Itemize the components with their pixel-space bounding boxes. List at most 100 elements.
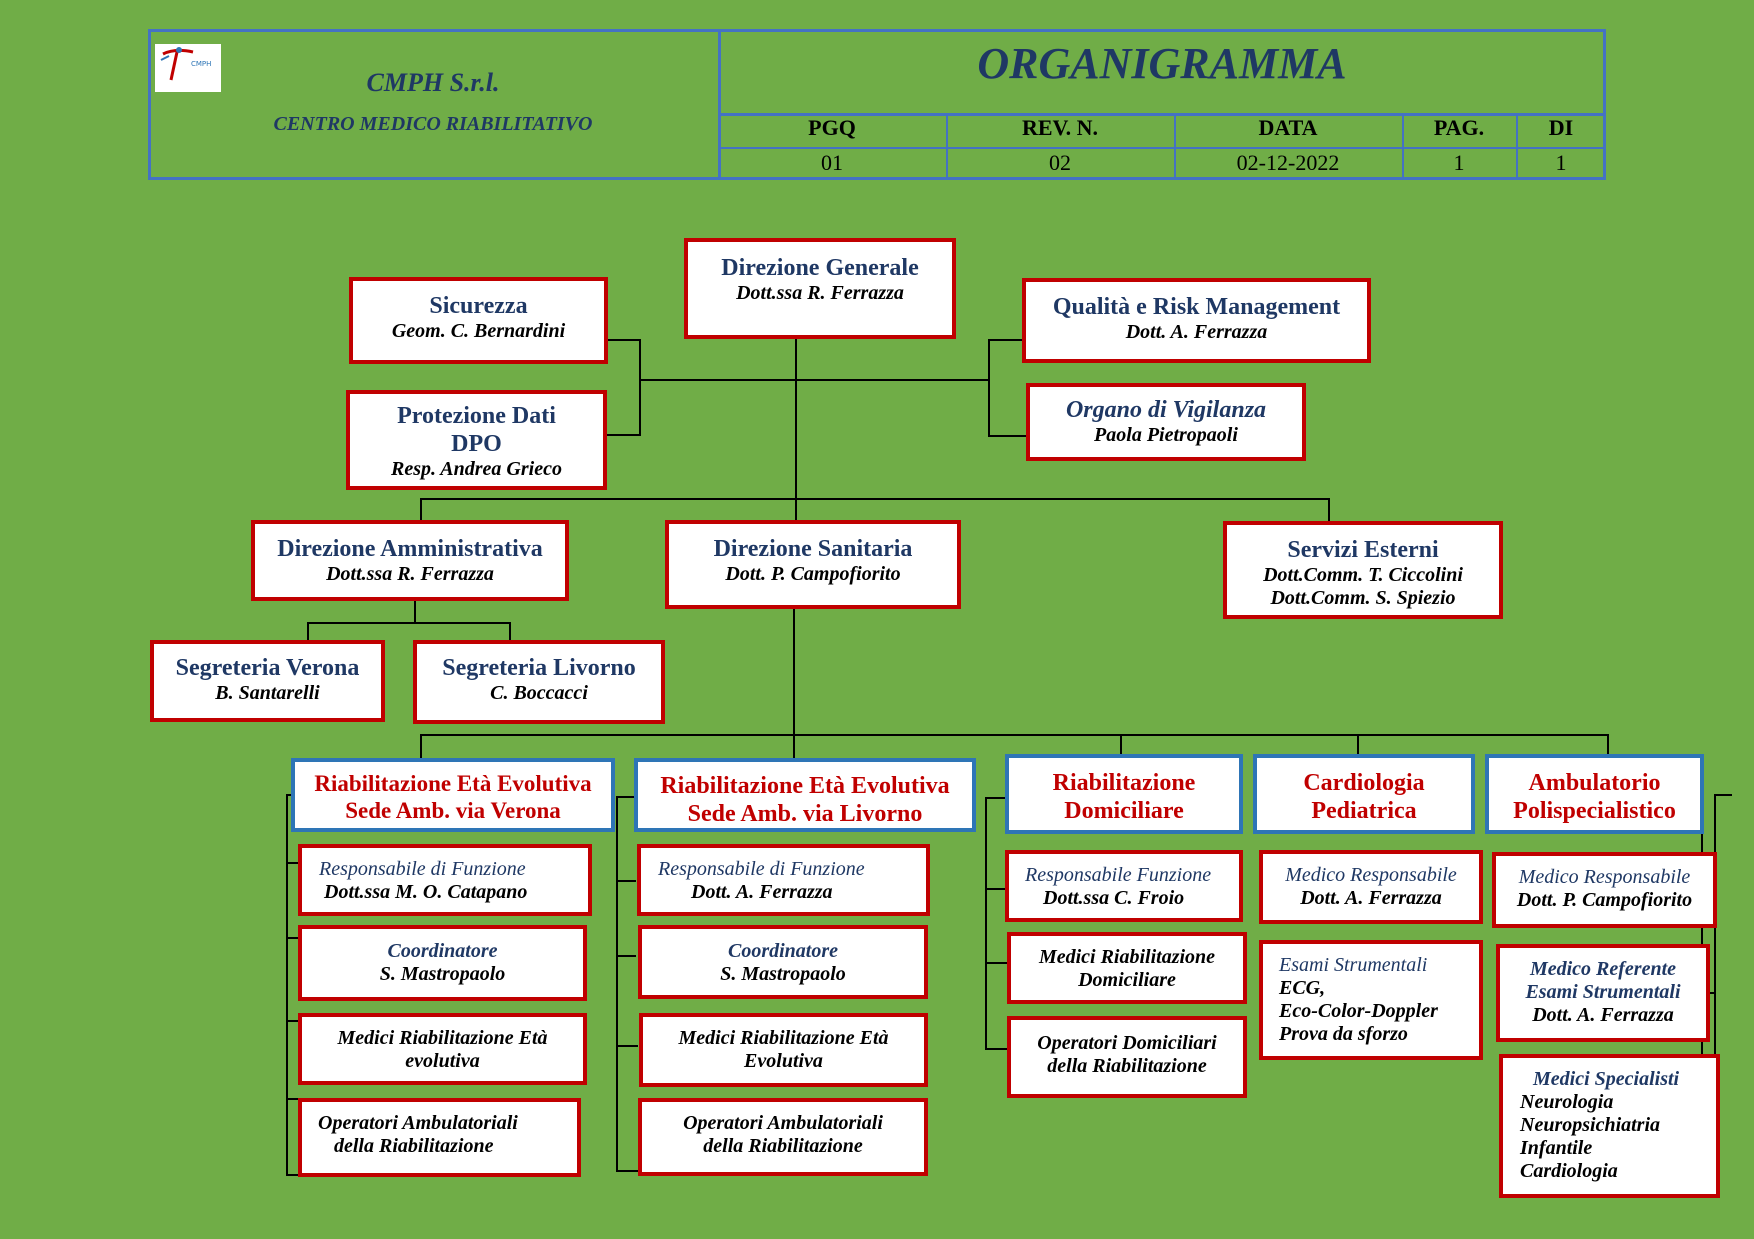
node-person: Dott. P. Campofiorito: [725, 563, 901, 585]
node-title: Direzione Sanitaria: [713, 536, 913, 562]
header-val-rev: 02: [1049, 150, 1071, 175]
node-direzione-generale: Direzione Generale Dott.ssa R. Ferrazza: [684, 238, 956, 339]
role: Responsabile di Funzione: [319, 858, 526, 880]
role: Coordinatore: [387, 940, 498, 962]
node-segreteria-verona: Segreteria Verona B. Santarelli: [150, 640, 385, 722]
role: Medico Referente: [1529, 958, 1677, 980]
l-medici: Medici Riabilitazione Età Evolutiva: [639, 1013, 928, 1087]
line-1: Neurologia: [1520, 1091, 1614, 1113]
header-val-pag: 1: [1453, 150, 1465, 175]
node-person: B. Santarelli: [215, 682, 320, 704]
node-person: Dott.ssa R. Ferrazza: [736, 282, 904, 304]
a-medico-responsabile: Medico Responsabile Dott. P. Campofiorit…: [1492, 852, 1717, 928]
c-esami-strumentali: Esami Strumentali ECG, Eco-Color-Doppler…: [1259, 940, 1483, 1060]
person: Dott. P. Campofiorito: [1516, 889, 1693, 911]
company-logo: CMPH: [155, 44, 221, 92]
node-title: Servizi Esterni: [1287, 537, 1439, 563]
node-person: Dott.Comm. T. Ciccolini: [1263, 564, 1463, 586]
l-coordinatore: Coordinatore S. Mastropaolo: [638, 925, 928, 999]
node-organo-vigilanza: Organo di Vigilanza Paola Pietropaoli: [1026, 383, 1306, 461]
dept-line-2: Pediatrica: [1311, 798, 1417, 824]
node-servizi-esterni: Servizi Esterni Dott.Comm. T. Ciccolini …: [1223, 521, 1503, 619]
node-title: Organo di Vigilanza: [1065, 397, 1267, 423]
header-col-di: DI: [1548, 115, 1574, 140]
node-title: Qualità e Risk Management: [1052, 294, 1341, 320]
dept-line-2: Polispecialistico: [1513, 798, 1676, 824]
header-col-rev: REV. N.: [1021, 115, 1098, 140]
role: Esami Strumentali: [1279, 954, 1428, 976]
line-2: Evolutiva: [744, 1050, 823, 1072]
document-header: [148, 29, 1606, 180]
a-medico-referente: Medico Referente Esami Strumentali Dott.…: [1496, 944, 1710, 1042]
d-medici: Medici Riabilitazione Domiciliare: [1007, 932, 1247, 1004]
line-2: Eco-Color-Doppler: [1279, 1000, 1438, 1022]
c-medico-responsabile: Medico Responsabile Dott. A. Ferrazza: [1259, 850, 1483, 924]
node-segreteria-livorno: Segreteria Livorno C. Boccacci: [413, 640, 665, 724]
role: Responsabile di Funzione: [658, 858, 865, 880]
dept-line-2: Sede Amb. via Verona: [345, 798, 561, 823]
node-person: Geom. C. Bernardini: [391, 320, 566, 342]
v-medici: Medici Riabilitazione Età evolutiva: [298, 1013, 587, 1085]
line-2: evolutiva: [405, 1050, 480, 1072]
person: Dott. A. Ferrazza: [1532, 1004, 1674, 1026]
header-col-data: DATA: [1258, 115, 1318, 140]
line-3: Prova da sforzo: [1279, 1023, 1408, 1045]
company-name: CMPH S.r.l.: [366, 68, 500, 97]
node-person: Paola Pietropaoli: [1094, 424, 1238, 446]
line-2: Neuropsichiatria: [1520, 1114, 1661, 1136]
node-person: Resp. Andrea Grieco: [391, 458, 562, 480]
line-1: Medici Riabilitazione Età: [678, 1027, 889, 1049]
header-col-pgq: PGQ: [808, 115, 856, 140]
node-person-2: Dott.Comm. S. Spiezio: [1270, 587, 1456, 609]
header-col-pag: PAG.: [1433, 115, 1485, 140]
document-title: ORGANIGRAMMA: [977, 39, 1347, 88]
v-responsabile: Responsabile di Funzione Dott.ssa M. O. …: [298, 844, 592, 916]
node-sicurezza: Sicurezza Geom. C. Bernardini: [349, 277, 608, 364]
node-title: Direzione Generale: [721, 255, 919, 281]
dept-riab-domiciliare: Riabilitazione Domiciliare: [1005, 754, 1243, 834]
node-direzione-sanitaria: Direzione Sanitaria Dott. P. Campofiorit…: [665, 520, 961, 609]
line-1: Medici Riabilitazione: [1038, 946, 1216, 968]
d-responsabile: Responsabile Funzione Dott.ssa C. Froio: [1005, 850, 1243, 922]
node-protezione-dati: Protezione Dati DPO Resp. Andrea Grieco: [346, 390, 607, 490]
dept-cardiologia-pediatrica: Cardiologia Pediatrica: [1253, 754, 1475, 834]
header-val-data: 02-12-2022: [1236, 150, 1340, 175]
person: S. Mastropaolo: [379, 963, 506, 985]
person: S. Mastropaolo: [720, 963, 846, 985]
header-val-di: 1: [1555, 150, 1567, 175]
svg-text:CMPH: CMPH: [191, 60, 211, 68]
line-1: Operatori Ambulatoriali: [318, 1112, 518, 1134]
node-direzione-amministrativa: Direzione Amministrativa Dott.ssa R. Fer…: [251, 520, 569, 601]
node-title: Direzione Amministrativa: [277, 536, 543, 562]
dept-riab-verona: Riabilitazione Età Evolutiva Sede Amb. v…: [291, 758, 615, 832]
v-coordinatore: Coordinatore S. Mastropaolo: [298, 925, 587, 1001]
node-person: C. Boccacci: [490, 682, 588, 704]
dept-line-1: Cardiologia: [1303, 770, 1425, 796]
node-person: Dott. A. Ferrazza: [1125, 321, 1268, 343]
line-2: della Riabilitazione: [334, 1135, 494, 1157]
node-title-2: DPO: [451, 431, 502, 457]
person: Dott.ssa C. Froio: [1043, 887, 1185, 909]
dept-ambulatorio-polispecialistico: Ambulatorio Polispecialistico: [1485, 754, 1704, 834]
d-operatori: Operatori Domiciliari della Riabilitazio…: [1007, 1016, 1247, 1098]
header-val-pgq: 01: [821, 150, 843, 175]
dept-line-1: Riabilitazione Età Evolutiva: [314, 771, 592, 796]
line-1: ECG,: [1279, 977, 1326, 999]
node-qualita-risk: Qualità e Risk Management Dott. A. Ferra…: [1022, 278, 1371, 363]
dept-line-1: Riabilitazione: [1052, 770, 1196, 796]
person: Dott. A. Ferrazza: [1300, 887, 1442, 909]
person: Dott. A. Ferrazza: [691, 881, 833, 903]
person: Dott.ssa M. O. Catapano: [324, 881, 528, 903]
role: Medico Responsabile: [1518, 866, 1691, 888]
role: Responsabile Funzione: [1025, 864, 1212, 886]
company-subtitle: CENTRO MEDICO RIABILITATIVO: [273, 113, 593, 135]
line-1: Operatori Domiciliari: [1037, 1032, 1217, 1054]
l-responsabile: Responsabile di Funzione Dott. A. Ferraz…: [637, 844, 930, 916]
role: Medici Specialisti: [1533, 1068, 1680, 1090]
role: Coordinatore: [727, 940, 839, 962]
node-person: Dott.ssa R. Ferrazza: [326, 563, 494, 585]
line-1: Operatori Ambulatoriali: [683, 1112, 883, 1134]
dept-riab-livorno: Riabilitazione Età Evolutiva Sede Amb. v…: [634, 758, 976, 832]
node-title: Segreteria Livorno: [442, 655, 636, 681]
a-medici-specialisti: Medici Specialisti Neurologia Neuropsich…: [1499, 1054, 1720, 1198]
